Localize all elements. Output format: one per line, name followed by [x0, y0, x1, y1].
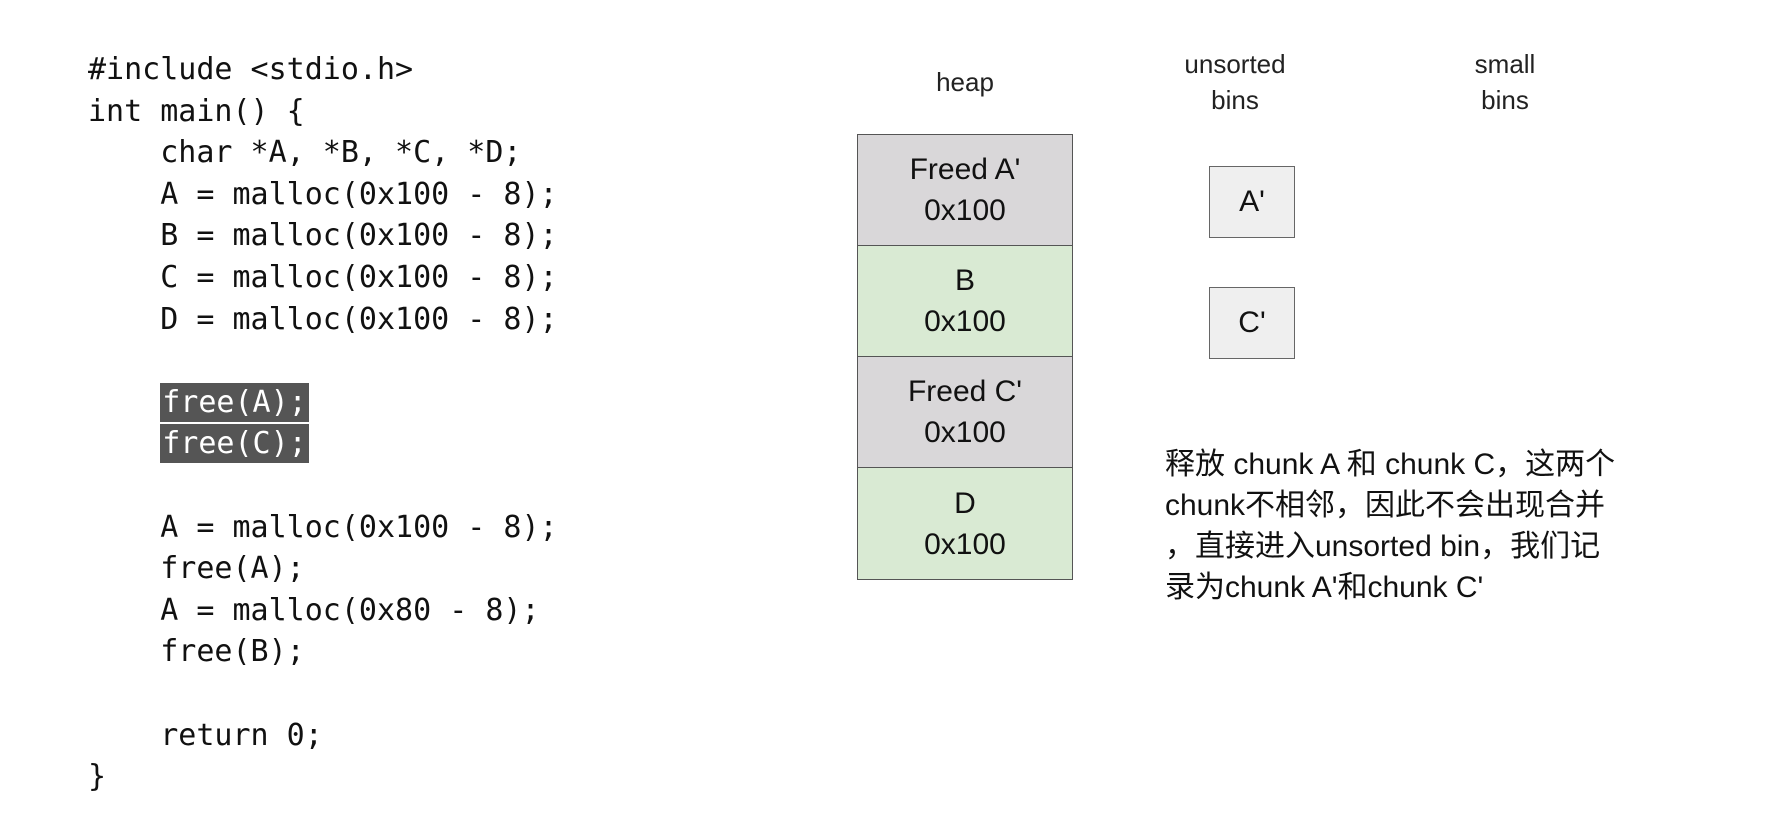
code-line: A = malloc(0x80 - 8); — [88, 592, 540, 628]
code-line: D = malloc(0x100 - 8); — [88, 301, 558, 337]
code-listing: #include <stdio.h> int main() { char *A,… — [88, 49, 558, 798]
code-line — [88, 673, 558, 715]
code-line: free(B); — [88, 634, 305, 670]
code-line: return 0; — [88, 717, 323, 753]
heap-block-d: D 0x100 — [858, 468, 1072, 579]
code-line-highlighted: free(C); — [88, 423, 558, 465]
heap-block-freed-a: Freed A' 0x100 — [858, 135, 1072, 246]
code-line: A = malloc(0x100 - 8); — [88, 176, 558, 212]
heap-block-name: Freed C' — [907, 375, 1023, 408]
highlighted-code: free(C); — [160, 424, 309, 464]
heap-block-b: B 0x100 — [858, 246, 1072, 357]
heap-block-size: 0x100 — [924, 305, 1006, 338]
code-line: C = malloc(0x100 - 8); — [88, 259, 558, 295]
heap-block-freed-c: Freed C' 0x100 — [858, 357, 1072, 468]
unsorted-bins-label: unsorted bins — [1184, 49, 1286, 115]
heap-block-size: 0x100 — [924, 416, 1006, 449]
heap-label: heap — [936, 67, 994, 97]
heap-block-size: 0x100 — [924, 527, 1006, 561]
code-line-highlighted: free(A); — [88, 382, 558, 424]
heap-diagram: Freed A' 0x100 B 0x100 Freed C' 0x100 D … — [857, 134, 1073, 580]
heap-block-name: D — [954, 486, 976, 520]
small-bins-label: small bins — [1474, 49, 1536, 115]
code-line: B = malloc(0x100 - 8); — [88, 218, 558, 254]
code-line: char *A, *B, *C, *D; — [88, 135, 522, 171]
code-line — [88, 340, 558, 382]
highlighted-code: free(A); — [160, 382, 309, 422]
code-line — [88, 465, 558, 507]
unsorted-bin-entry-c: C' — [1209, 287, 1295, 359]
heap-block-name: Freed A' — [909, 153, 1021, 186]
code-line: A = malloc(0x100 - 8); — [88, 509, 558, 545]
unsorted-bin-entry-a: A' — [1209, 166, 1295, 238]
code-line: free(A); — [88, 551, 305, 587]
code-line: #include <stdio.h> — [88, 52, 414, 87]
code-line: } — [88, 759, 107, 795]
code-line: int main() { — [88, 93, 305, 129]
description-text: 释放 chunk A 和 chunk C，这两个 chunk不相邻，因此不会出现… — [1165, 448, 1616, 604]
heap-block-size: 0x100 — [924, 194, 1006, 227]
heap-block-name: B — [954, 264, 975, 297]
